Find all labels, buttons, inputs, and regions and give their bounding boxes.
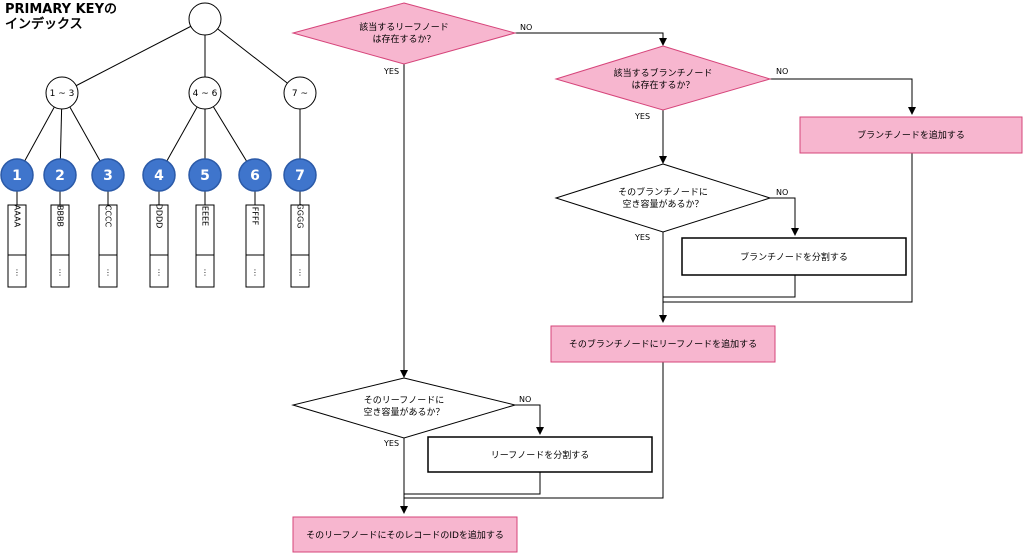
process-text: そのブランチノードにリーフノードを追加する [569, 338, 757, 350]
label-no-d2: NO [776, 67, 788, 76]
decision-text-line-2: は存在するか？ [631, 79, 694, 91]
branch-label: 4 ~ 6 [193, 89, 218, 99]
record-texts: AAAA BBBB CCCC DDDD EEEE FFFF GGGG [13, 204, 305, 229]
tree-root-node [188, 2, 222, 36]
ellipsis: ⋮ [13, 268, 21, 277]
record-cells [7, 204, 310, 288]
record-text-e: EEEE [201, 206, 210, 226]
ellipsis: ⋮ [296, 268, 304, 277]
process-text: そのリーフノードにそのレコードのIDを追加する [306, 529, 504, 541]
process-text: ブランチノードを分割する [740, 251, 848, 263]
ellipsis: ⋮ [104, 268, 112, 277]
tree-leaf-4: 4 [142, 158, 176, 192]
label-yes-d3: YES [634, 233, 650, 242]
tree-leaf-2: 2 [43, 158, 77, 192]
label-no-d1: NO [520, 23, 532, 32]
tree-leaf-6: 6 [238, 158, 272, 192]
record-text-g: GGGG [296, 204, 305, 229]
ellipsis: ⋮ [251, 268, 259, 277]
leaf-number: 5 [200, 168, 210, 184]
leaf-number: 2 [55, 168, 65, 184]
decision-text-line-1: 該当するブランチノード [614, 67, 713, 79]
decision-text-line-2: は存在するか？ [372, 33, 435, 45]
label-yes-d2: YES [634, 112, 650, 121]
flow-connectors [400, 32, 916, 514]
tree-leaf-5: 5 [188, 158, 222, 192]
leaf-number: 3 [103, 168, 113, 184]
tree-leaf-3: 3 [91, 158, 125, 192]
process-split-branch: ブランチノードを分割する [681, 237, 907, 276]
title-line-1: PRIMARY KEYの [5, 2, 117, 17]
process-text: リーフノードを分割する [491, 449, 589, 461]
label-no-d3: NO [776, 188, 788, 197]
tree-branch-7: 7 ~ [283, 76, 317, 110]
decision-text-line-2: 空き容量があるか？ [363, 406, 444, 418]
decision-leaf-exists: 該当するリーフノード は存在するか？ [291, 2, 517, 65]
ellipsis: ⋮ [201, 268, 209, 277]
decision-text-line-1: 該当するリーフノード [359, 21, 448, 33]
record-text-d: DDDD [155, 204, 164, 229]
record-text-a: AAAA [13, 205, 22, 228]
decision-text-line-1: そのリーフノードに [364, 395, 444, 406]
ellipsis: ⋮ [155, 268, 163, 277]
decision-leaf-has-space: そのリーフノードに 空き容量があるか？ [291, 377, 517, 439]
process-add-leaf: そのブランチノードにリーフノードを追加する [550, 325, 776, 363]
leaf-number: 4 [154, 168, 164, 184]
label-yes-d4: YES [383, 439, 399, 448]
process-text: ブランチノードを追加する [857, 129, 965, 141]
decision-branch-has-space: そのブランチノードに 空き容量があるか？ [554, 163, 772, 233]
record-ellipses: ⋮ ⋮ ⋮ ⋮ ⋮ ⋮ ⋮ [13, 268, 304, 277]
branch-label: 1 ~ 3 [50, 89, 75, 99]
label-no-d4: NO [519, 395, 531, 404]
decision-branch-exists: 該当するブランチノード は存在するか？ [554, 45, 772, 111]
record-text-c: CCCC [104, 205, 113, 228]
process-add-record-id: そのリーフノードにそのレコードのIDを追加する [292, 516, 518, 553]
ellipsis: ⋮ [56, 268, 64, 277]
title-line-2: インデックス [5, 16, 83, 32]
tree-branch-1-3: 1 ~ 3 [45, 76, 79, 110]
decision-text-line-1: そのブランチノードに [618, 186, 708, 198]
process-split-leaf: リーフノードを分割する [427, 436, 653, 473]
tree-branch-4-6: 4 ~ 6 [188, 76, 222, 110]
tree-leaf-7: 7 [283, 158, 317, 192]
record-text-b: BBBB [56, 205, 65, 227]
leaf-number: 1 [12, 168, 22, 184]
tree-leaf-1: 1 [0, 158, 34, 192]
label-yes-d1: YES [383, 67, 399, 76]
record-text-f: FFFF [251, 207, 260, 226]
decision-text-line-2: 空き容量があるか？ [622, 198, 703, 210]
process-add-branch: ブランチノードを追加する [799, 116, 1023, 154]
branch-label: 7 ~ [292, 89, 308, 99]
leaf-number: 7 [295, 168, 305, 184]
leaf-number: 6 [250, 168, 260, 184]
